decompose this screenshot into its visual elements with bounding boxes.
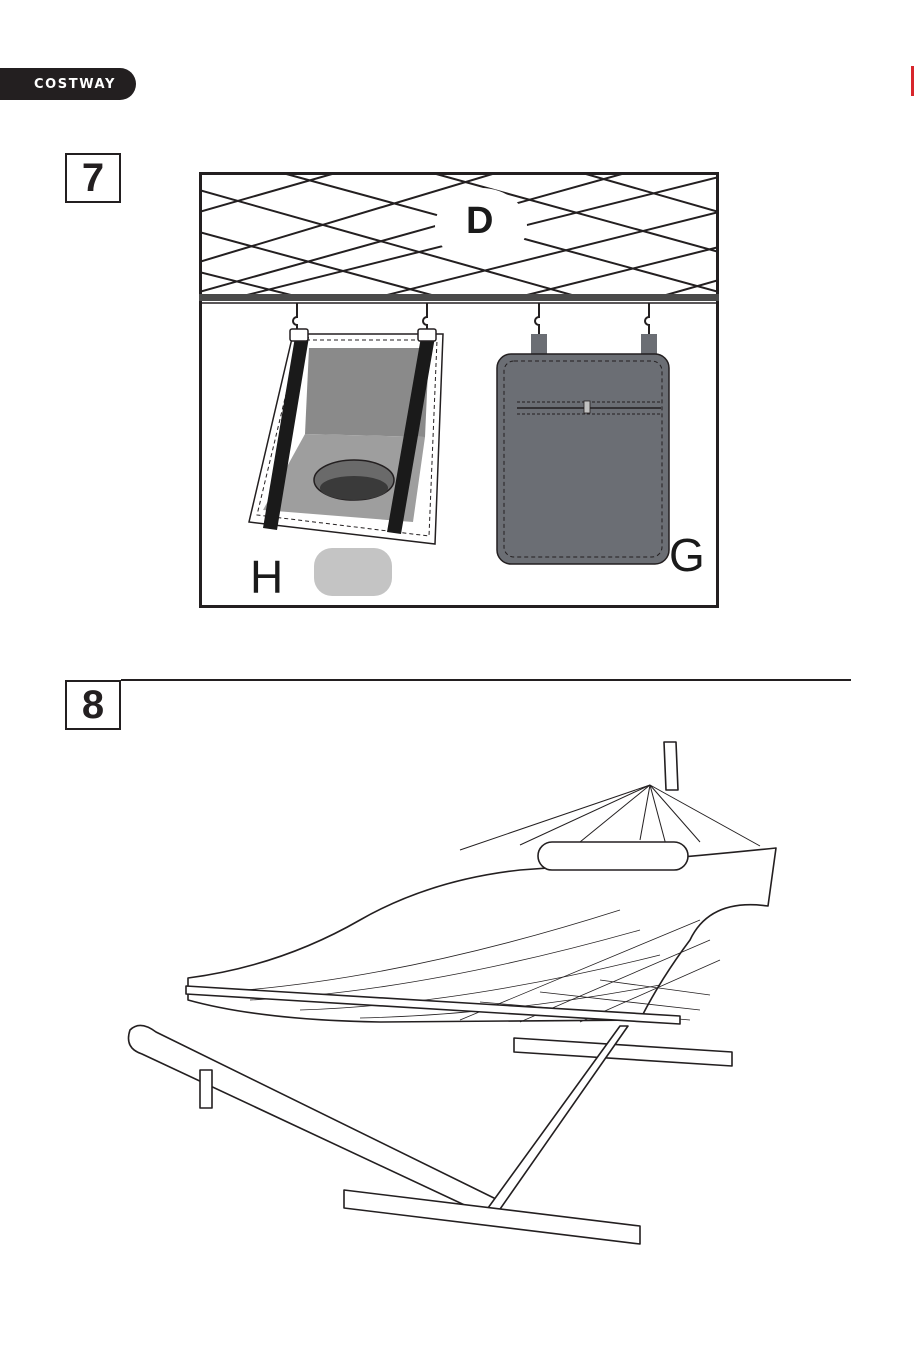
brand-tab: COSTWAY — [0, 68, 136, 100]
part-label-g: G — [669, 528, 705, 582]
step-8-number: 8 — [65, 680, 121, 730]
step-7-illustration — [199, 172, 719, 608]
step-8-divider — [121, 679, 851, 681]
step-8-illustration — [100, 730, 820, 1270]
part-label-h: H — [250, 550, 283, 604]
step-7-number: 7 — [65, 153, 121, 203]
part-label-d: D — [466, 200, 493, 243]
brand-logo-text: COSTWAY — [34, 77, 116, 92]
